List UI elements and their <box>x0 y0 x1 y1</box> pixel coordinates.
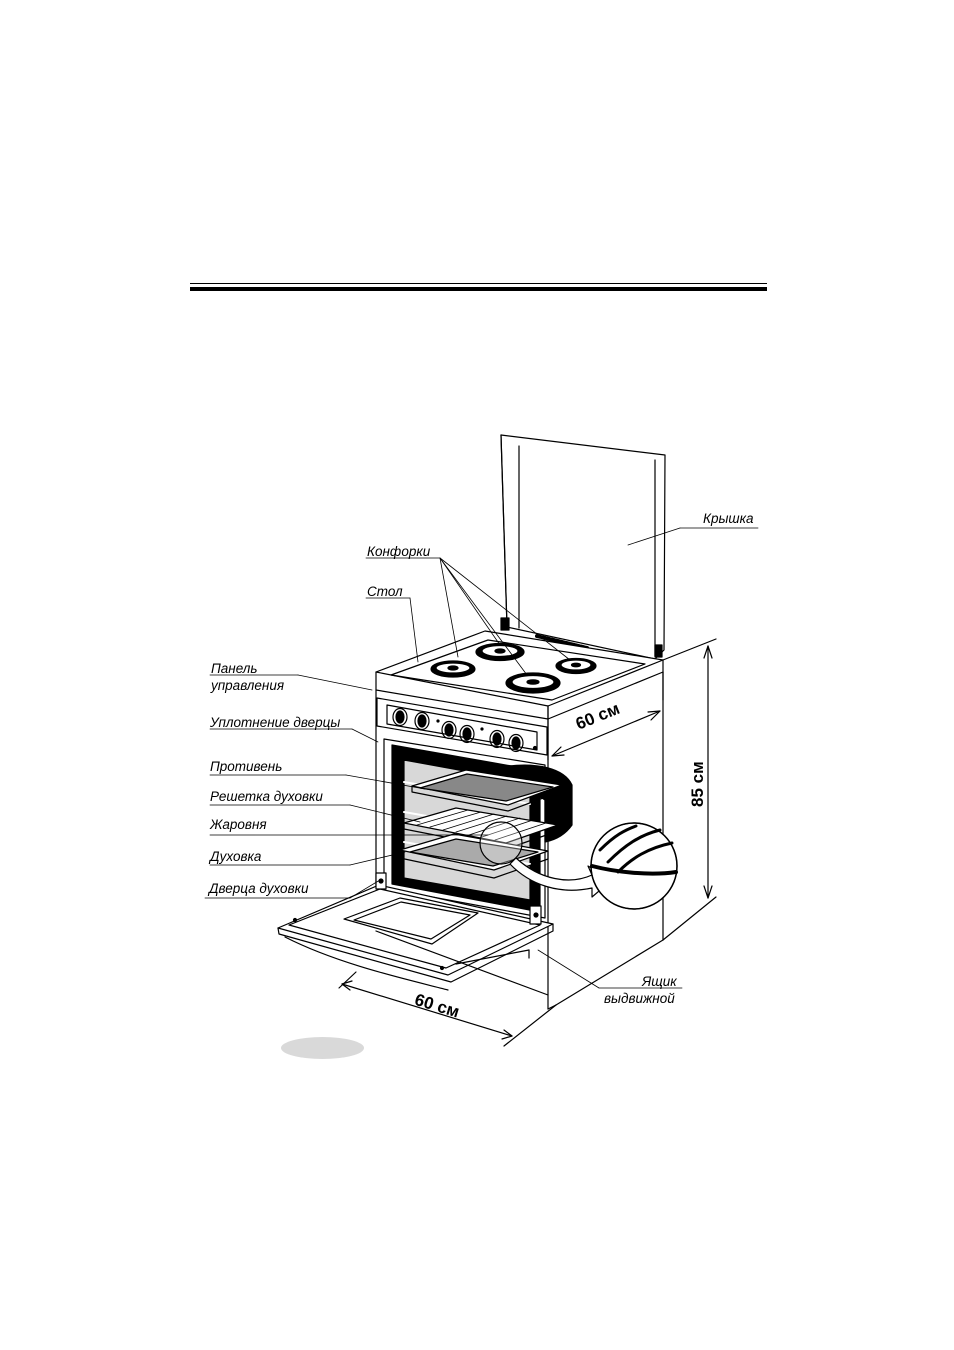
page-number-badge <box>281 1037 364 1059</box>
label-lid: Крышка <box>703 511 754 527</box>
label-control-panel-line1: Панель <box>211 661 258 677</box>
label-oven: Духовка <box>210 849 261 865</box>
burner-front-center <box>506 673 560 693</box>
burner-right <box>556 659 596 674</box>
label-baking-tray: Противень <box>210 759 282 775</box>
label-roasting-pan: Жаровня <box>210 817 267 833</box>
label-oven-door: Дверца духовки <box>209 881 309 897</box>
burner-back-left <box>431 661 475 677</box>
label-door-seal: Уплотнение дверцы <box>210 715 340 731</box>
burner-back-center <box>476 644 524 661</box>
label-oven-rack: Решетка духовки <box>210 789 323 805</box>
label-drawer-line1: Ящик <box>642 974 677 990</box>
label-table: Стол <box>367 584 403 600</box>
detail-zoom-circle <box>591 823 677 909</box>
dimension-height: 85 см <box>688 761 708 807</box>
label-drawer-line2: выдвижной <box>604 991 675 1007</box>
label-burners: Конфорки <box>367 544 430 560</box>
label-control-panel-line2: управления <box>211 678 284 694</box>
